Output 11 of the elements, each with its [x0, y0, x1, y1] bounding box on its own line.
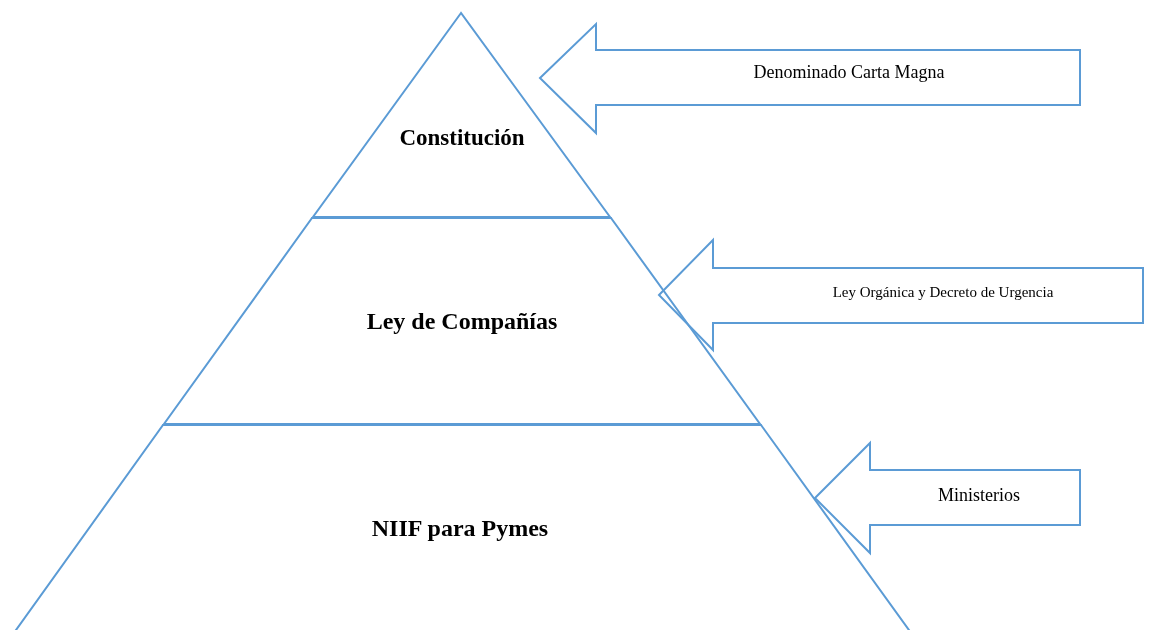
arrow-label: Ministerios: [937, 484, 1021, 507]
block-arrow: [539, 23, 1082, 134]
block-arrow: [658, 239, 1145, 351]
tier-label: Ley de Compañías: [365, 307, 559, 336]
pyramid-tier: [163, 218, 761, 425]
arrow-label: Ley Orgánica y Decreto de Urgencia: [831, 283, 1055, 302]
block-arrow: [814, 442, 1082, 554]
tier-label: Constitución: [398, 124, 526, 152]
tier-label: NIIF para Pymes: [370, 514, 550, 543]
pyramid-tier: [312, 12, 611, 218]
arrow-label: Denominado Carta Magna: [752, 61, 946, 84]
